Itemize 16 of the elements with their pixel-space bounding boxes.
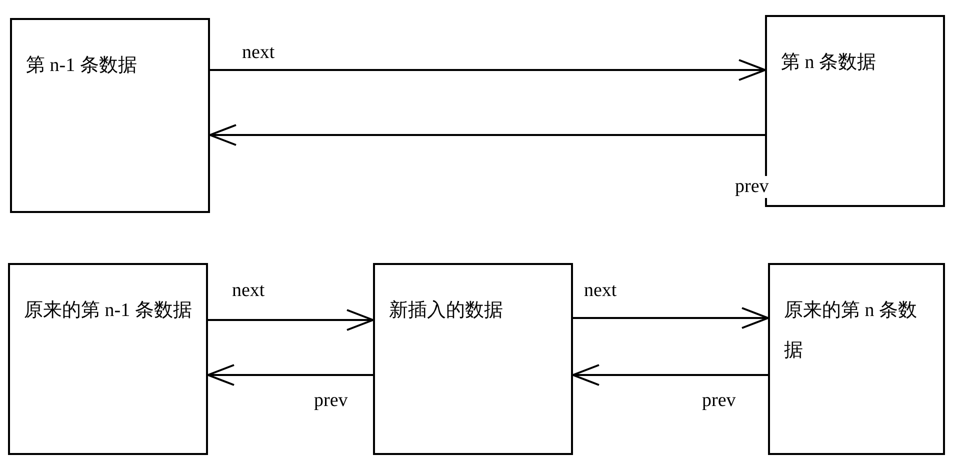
- box-text: 新插入的数据: [389, 299, 504, 323]
- arrow: [573, 307, 769, 329]
- arrow: [210, 59, 766, 81]
- box-text: 原来的第 n 条数据: [784, 299, 918, 363]
- arrow: [209, 124, 765, 146]
- box-text: 第 n 条数据: [781, 51, 877, 75]
- data-box: [8, 263, 208, 455]
- data-box: [373, 263, 573, 455]
- arrow: [208, 309, 374, 331]
- data-box: [768, 263, 945, 455]
- box-text: 原来的第 n-1 条数据: [24, 299, 193, 323]
- box-text: 第 n-1 条数据: [26, 54, 138, 78]
- edge-label: prev: [733, 176, 771, 198]
- arrow: [207, 364, 373, 386]
- arrow: [572, 364, 768, 386]
- data-box: [10, 18, 210, 213]
